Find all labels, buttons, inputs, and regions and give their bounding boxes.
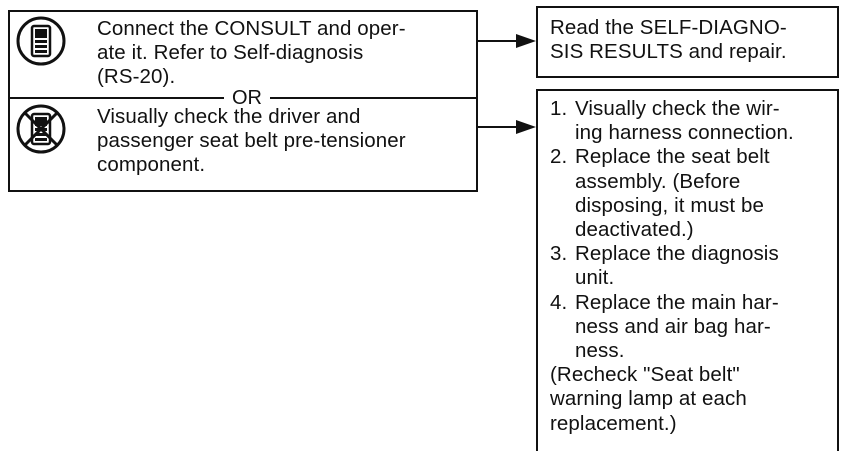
arrow-line-bottom — [478, 126, 516, 128]
consult-instruction: Connect the CONSULT and oper- ate it. Re… — [97, 17, 472, 89]
recheck-note: (Recheck "Seat belt" warning lamp at eac… — [550, 363, 747, 435]
visual-line-3: component. — [97, 153, 206, 176]
repair-step: 4. Replace the main har- ness and air ba… — [550, 290, 779, 363]
self-diagnosis-result-box: Read the SELF-DIAGNO- SIS RESULTS and re… — [536, 6, 839, 78]
arrowhead-bottom — [516, 120, 536, 134]
repair-step: 3. Replace the diagnosis unit. — [550, 242, 779, 290]
consult-device-icon — [16, 16, 66, 66]
visual-line-2: passenger seat belt pre-tensioner — [97, 129, 406, 152]
consult-line-2: ate it. Refer to Self-diagnosis — [97, 41, 364, 64]
repair-step: 1. Visually check the wir- ing harness c… — [550, 97, 794, 145]
result-top-line-1: Read the SELF-DIAGNO- — [550, 16, 787, 39]
or-label: OR — [224, 88, 270, 108]
consult-line-1: Connect the CONSULT and oper- — [97, 17, 406, 40]
visual-line-1: Visually check the driver and — [97, 105, 361, 128]
arrow-line-top — [478, 40, 516, 42]
visual-check-instruction: Visually check the driver and passenger … — [97, 105, 475, 177]
no-consult-device-icon — [16, 104, 66, 154]
consult-line-3: (RS-20). — [97, 65, 176, 88]
repair-step: 2. Replace the seat belt assembly. (Befo… — [550, 145, 770, 242]
repair-steps-box: 1. Visually check the wir- ing harness c… — [536, 89, 839, 451]
arrowhead-top — [516, 34, 536, 48]
result-top-line-2: SIS RESULTS and repair. — [550, 40, 787, 63]
